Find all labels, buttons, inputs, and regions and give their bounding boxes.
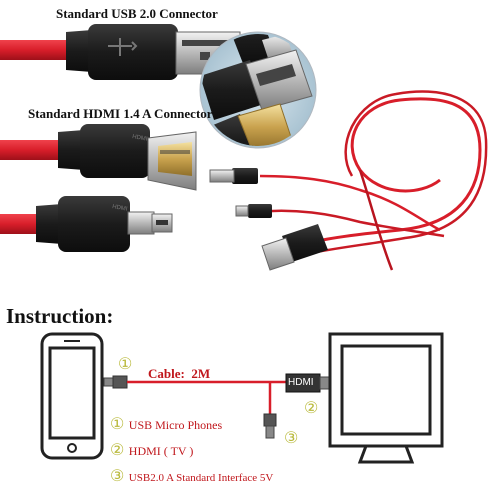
tv-icon <box>328 332 444 464</box>
micro-usb-connector-photo: HDMI <box>0 196 173 252</box>
hdmi-connector-label: Standard HDMI 1.4 A Connector <box>28 106 213 121</box>
marker-one: ① <box>118 356 133 373</box>
marker-two: ② <box>304 400 319 417</box>
legend-text: HDMI ( TV ) <box>128 444 194 458</box>
cable-length: 2M <box>191 366 211 381</box>
instruction-heading: Instruction: <box>6 304 114 328</box>
legend-item: ② HDMI ( TV ) <box>110 440 193 460</box>
micro-plug-small <box>235 204 272 218</box>
diagram-cable <box>103 373 331 439</box>
hdmi-plug-small <box>261 224 328 271</box>
legend-item: ③ USB2.0 A Standard Interface 5V <box>110 466 273 486</box>
usb-plug-small <box>209 168 258 184</box>
hdmi-plug-label: HDMI <box>288 377 314 388</box>
cable-label: Cable: 2M <box>148 366 210 382</box>
phone-icon <box>40 332 104 460</box>
cable-text: Cable: <box>148 366 185 381</box>
usb-connector-label: Standard USB 2.0 Connector <box>56 6 218 21</box>
legend-num: ① <box>110 416 125 433</box>
cable-coil <box>255 90 488 271</box>
legend-num: ③ <box>110 468 125 485</box>
marker-three: ③ <box>284 430 299 447</box>
legend-item: ① USB Micro Phones <box>110 414 222 434</box>
hdmi-connector-photo: HDMI <box>0 124 197 191</box>
legend-num: ② <box>110 442 125 459</box>
legend-text: USB Micro Phones <box>128 418 223 432</box>
svg-text:HDMI: HDMI <box>112 204 128 213</box>
legend-text: USB2.0 A Standard Interface 5V <box>128 472 274 484</box>
svg-text:HDMI: HDMI <box>132 134 148 143</box>
